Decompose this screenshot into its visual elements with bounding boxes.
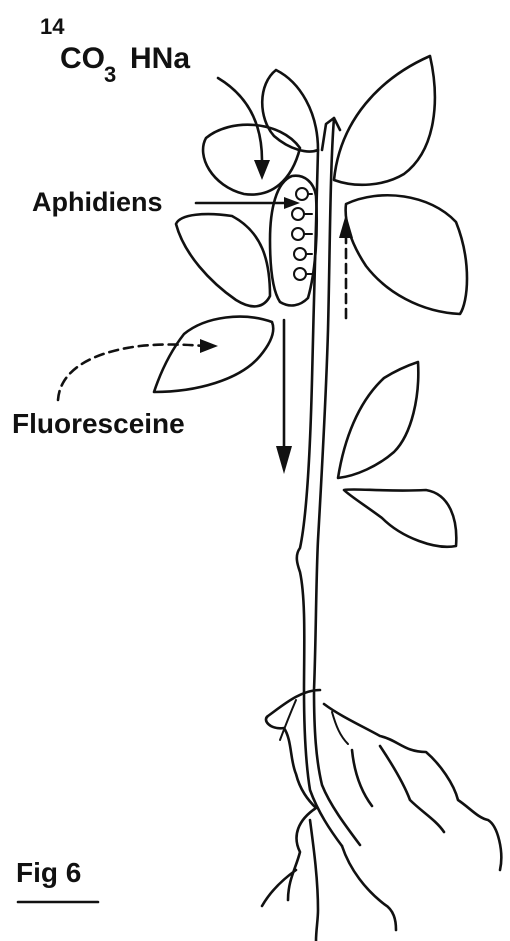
isotope-superscript-label: 14	[40, 14, 65, 39]
fluorescein-arrow-head	[200, 339, 218, 353]
downward-arrow-head	[276, 446, 292, 474]
aphid-2	[292, 208, 304, 220]
carbonate-arrow-head	[254, 160, 270, 180]
upward-arrow-head	[339, 214, 353, 238]
mid-left-leaf	[176, 214, 270, 306]
aphids-label: Aphidiens	[32, 187, 163, 217]
mid-right-leaf	[346, 195, 467, 314]
fluorescein-dashed-arrow	[58, 345, 204, 401]
aphid-3	[292, 228, 304, 240]
root-system	[262, 690, 501, 941]
fluorescein-label: Fluoresceine	[12, 408, 185, 439]
lower-left-leaf	[154, 317, 273, 392]
carbonate-formula-label: CO	[60, 42, 105, 75]
aphid-5	[294, 268, 306, 280]
aphid-legs	[304, 194, 312, 274]
carbonate-cation-label: HNa	[130, 42, 190, 75]
top-left-leaf	[203, 125, 300, 195]
aphid-4	[294, 248, 306, 260]
stem-tip	[322, 118, 340, 150]
figure-number-label: Fig 6	[16, 857, 81, 888]
carbonate-curved-arrow	[218, 78, 262, 160]
carbonate-subscript-label: 3	[104, 62, 116, 87]
top-right-leaf	[334, 56, 435, 185]
lower-right-leaf-bottom	[344, 489, 456, 546]
stem-outline-right	[314, 118, 360, 845]
lower-right-leaf-top	[338, 362, 418, 478]
aphid-1	[296, 188, 308, 200]
aphid-cage	[270, 176, 317, 306]
